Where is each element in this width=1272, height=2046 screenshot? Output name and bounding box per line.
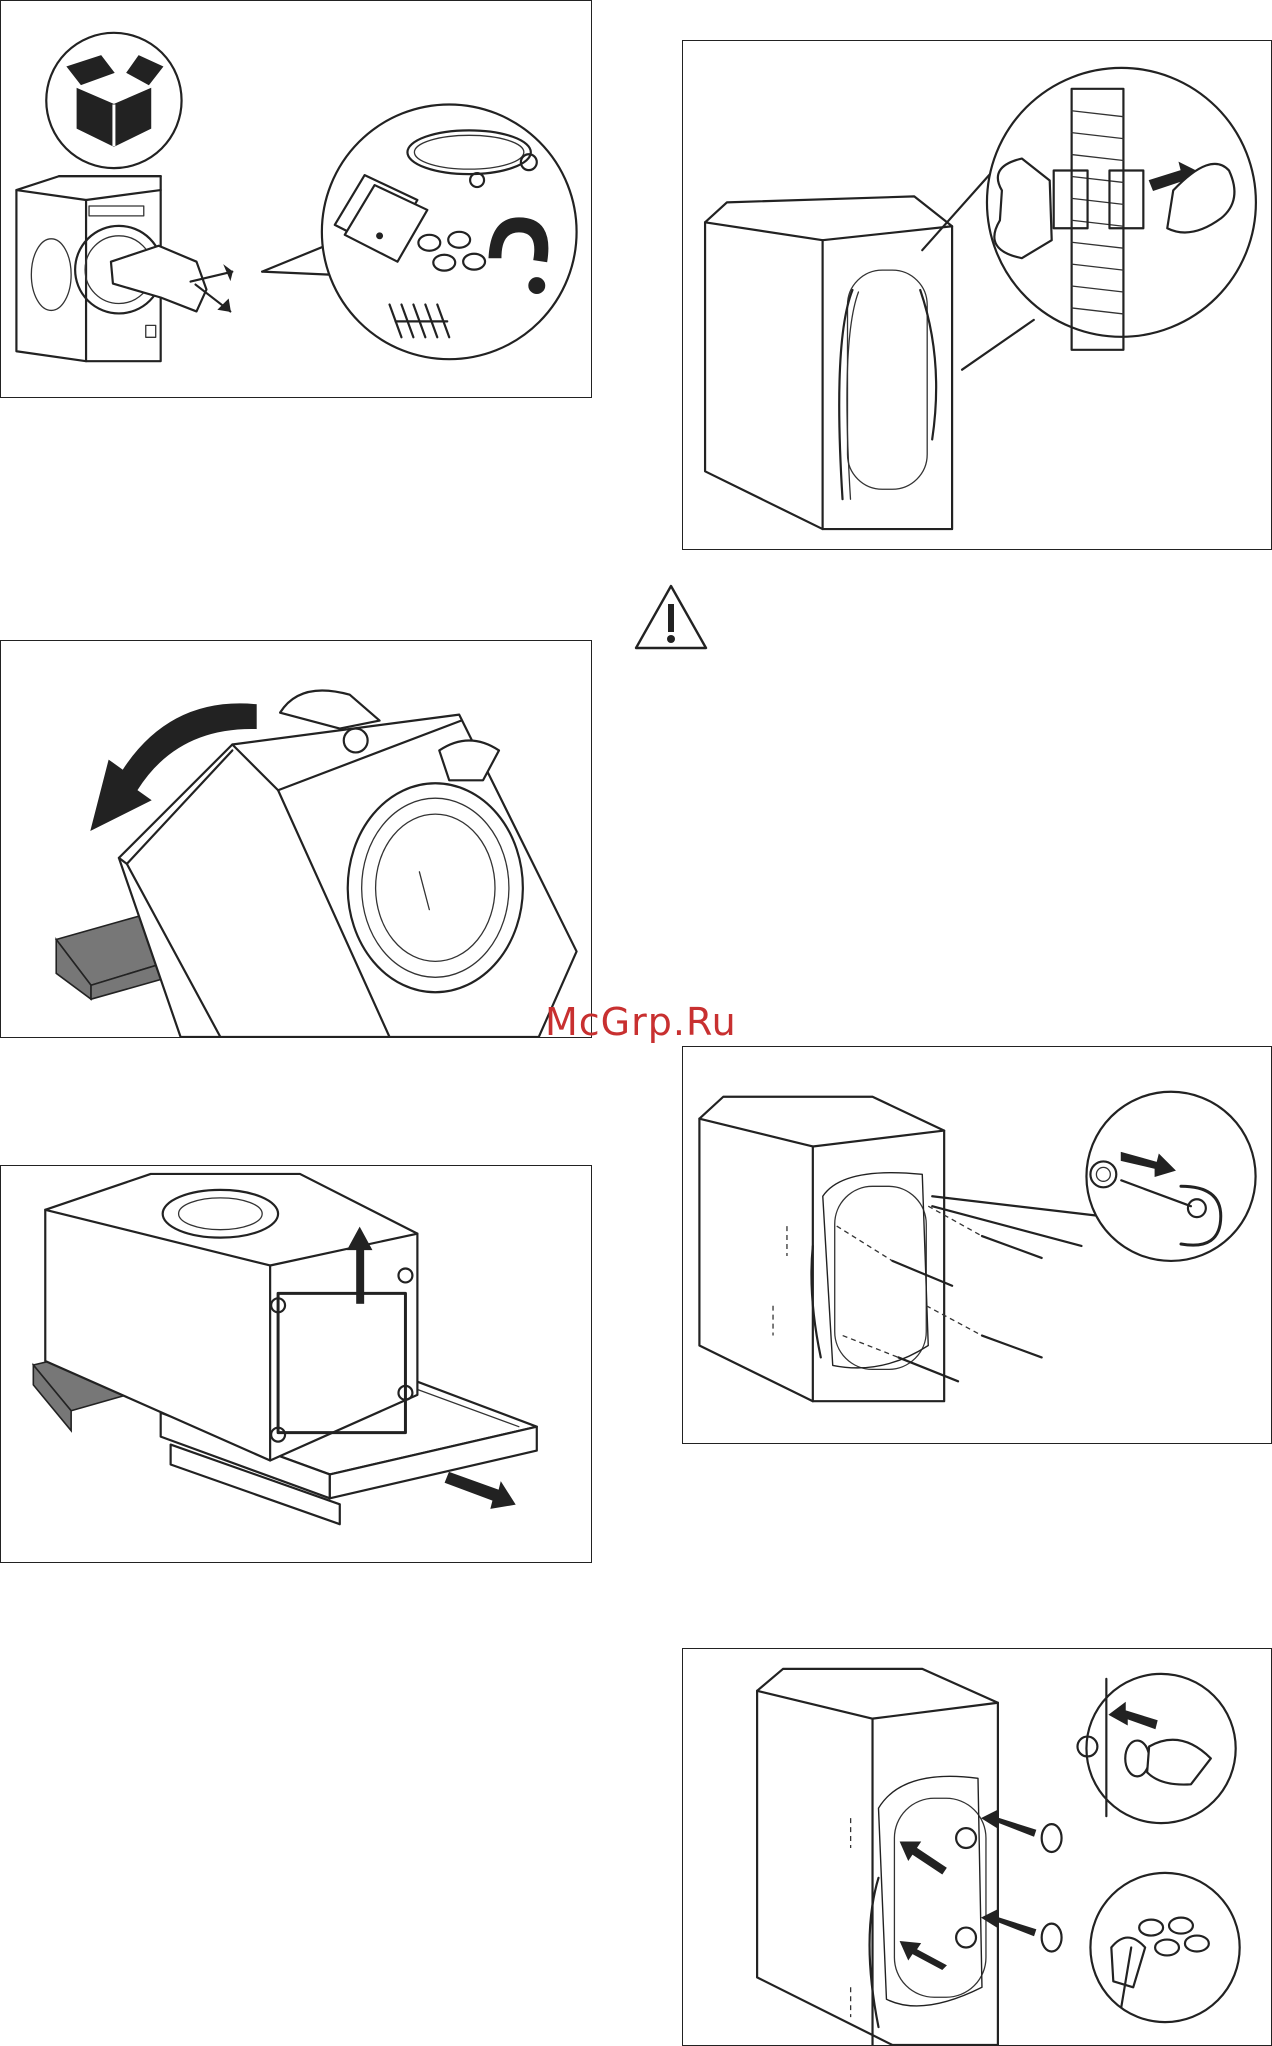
tilted-washer	[119, 715, 577, 1037]
illustration-tilt-appliance	[0, 640, 592, 1038]
appliance-rear-view	[757, 1669, 998, 2045]
slide-out-arrow	[445, 1472, 515, 1508]
package-box-icon	[46, 33, 181, 168]
insert-plastic-caps-drawing	[683, 1649, 1271, 2045]
release-hoses-drawing	[683, 41, 1271, 549]
tilt-appliance-drawing	[1, 641, 591, 1037]
package-box-glyph	[67, 56, 163, 147]
remove-base-packaging-drawing	[1, 1166, 591, 1562]
illustration-insert-plastic-caps	[682, 1648, 1272, 2046]
illustration-unpack-accessories	[0, 0, 592, 398]
illustration-remove-transit-bolts	[682, 1046, 1272, 1444]
appliance-rear-view	[705, 196, 952, 529]
illustration-remove-base-packaging	[0, 1165, 592, 1563]
illustration-release-hoses	[682, 40, 1272, 550]
warning-triangle-icon	[632, 582, 710, 652]
appliance-rear-view	[699, 1097, 944, 1401]
bolt-removal-callout	[1086, 1092, 1255, 1261]
remove-transit-bolts-drawing	[683, 1047, 1271, 1443]
washer-lying	[45, 1174, 417, 1461]
unpack-accessories-drawing	[1, 1, 591, 397]
watermark-text: McGrp.Ru	[545, 1000, 737, 1044]
